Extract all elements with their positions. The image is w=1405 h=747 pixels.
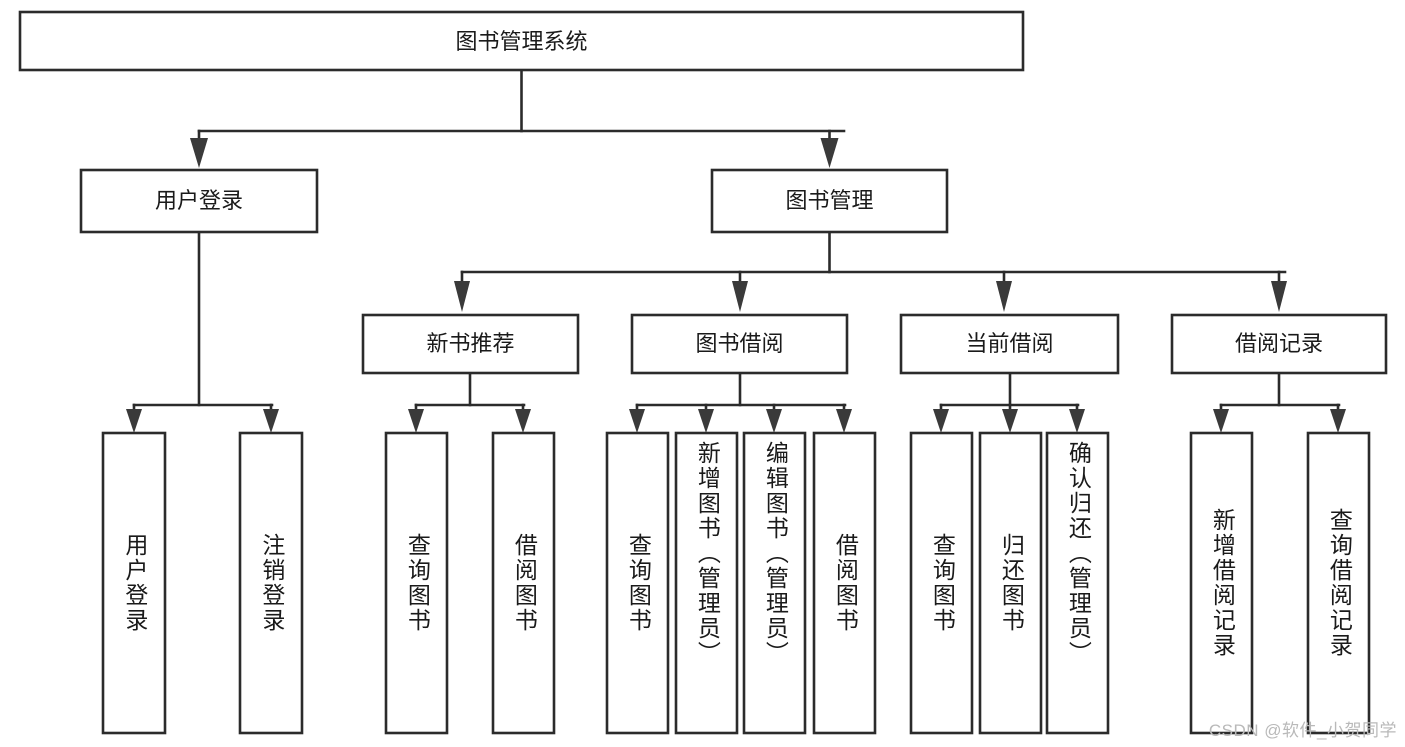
watermark-text: CSDN @软件_小贺同学 (1208, 721, 1397, 740)
node-user-login-box[interactable] (79, 168, 319, 234)
arrow-head-leaf-query-book-3 (933, 409, 949, 433)
node-user-login[interactable]: 用户登录 (79, 168, 319, 234)
leaf-box-user-logout[interactable] (238, 431, 304, 735)
node-book-manage-label: 图书管理 (785, 188, 873, 213)
node-current-borrow-label: 当前借阅 (965, 331, 1053, 356)
leaf-box-edit-book[interactable] (742, 431, 807, 735)
node-root[interactable]: 图书管理系统 (18, 10, 1025, 72)
node-root-label: 图书管理系统 (455, 29, 587, 54)
leaf-box-add-book[interactable] (674, 431, 739, 735)
connector-group-bookborrow-to-leaves (629, 371, 852, 433)
leaf-box-borrow-book-2[interactable] (812, 431, 877, 735)
node-book-manage-box[interactable] (710, 168, 949, 234)
node-borrow-record-box[interactable] (1170, 313, 1388, 375)
node-root-box[interactable] (18, 10, 1025, 72)
arrow-head-leaf-user-login (126, 409, 142, 433)
arrow-head-new-book-rec (454, 281, 470, 312)
leaf-boxes-group (101, 431, 1371, 735)
arrow-head-leaf-add-book (698, 409, 714, 433)
connector-group-bookmanage-to-level3 (454, 230, 1287, 312)
node-current-borrow[interactable]: 当前借阅 (899, 313, 1120, 375)
leaf-box-confirm-return[interactable] (1045, 431, 1110, 735)
node-current-borrow-box[interactable] (899, 313, 1120, 375)
node-borrow-record-label: 借阅记录 (1235, 331, 1323, 356)
node-new-book-rec[interactable]: 新书推荐 (361, 313, 580, 375)
node-new-book-rec-box[interactable] (361, 313, 580, 375)
node-book-borrow-label: 图书借阅 (695, 331, 783, 356)
arrow-head-borrow-record (1271, 281, 1287, 312)
leaf-box-query-book-1[interactable] (384, 431, 449, 735)
leaf-box-return-book[interactable] (978, 431, 1043, 735)
node-book-manage[interactable]: 图书管理 (710, 168, 949, 234)
arrow-head-current-borrow (996, 281, 1012, 312)
arrow-head-leaf-query-book-1 (408, 409, 424, 433)
leaf-box-borrow-book-1[interactable] (491, 431, 556, 735)
node-user-login-label: 用户登录 (155, 188, 243, 213)
connector-group-currentborrow-to-leaves (933, 371, 1085, 433)
connector-group-borrowrecord-to-leaves (1213, 371, 1346, 433)
arrow-head-leaf-query-record (1330, 409, 1346, 433)
arrow-head-user-login (190, 138, 208, 168)
arrow-head-book-borrow (732, 281, 748, 312)
node-book-borrow[interactable]: 图书借阅 (630, 313, 849, 375)
arrow-head-leaf-query-book-2 (629, 409, 645, 433)
arrow-head-leaf-add-record (1213, 409, 1229, 433)
connector-group-root-to-level2 (190, 68, 846, 168)
connector-group-newbookrec-to-leaves (408, 371, 531, 433)
arrow-head-leaf-confirm-return (1069, 409, 1085, 433)
arrow-head-leaf-borrow-book-2 (836, 409, 852, 433)
arrow-head-leaf-edit-book (766, 409, 782, 433)
arrow-head-leaf-return-book (1002, 409, 1018, 433)
arrow-head-leaf-borrow-book-1 (515, 409, 531, 433)
leaf-box-add-record[interactable] (1189, 431, 1254, 735)
leaf-box-user-login[interactable] (101, 431, 167, 735)
leaf-box-query-book-3[interactable] (909, 431, 974, 735)
node-book-borrow-box[interactable] (630, 313, 849, 375)
leaf-box-query-book-2[interactable] (605, 431, 670, 735)
connector-group-userlogin-to-leaves (126, 230, 279, 433)
leaf-box-query-record[interactable] (1306, 431, 1371, 735)
arrow-head-leaf-user-logout (263, 409, 279, 433)
node-borrow-record[interactable]: 借阅记录 (1170, 313, 1388, 375)
node-new-book-rec-label: 新书推荐 (426, 331, 514, 356)
arrow-head-book-manage (820, 138, 839, 168)
